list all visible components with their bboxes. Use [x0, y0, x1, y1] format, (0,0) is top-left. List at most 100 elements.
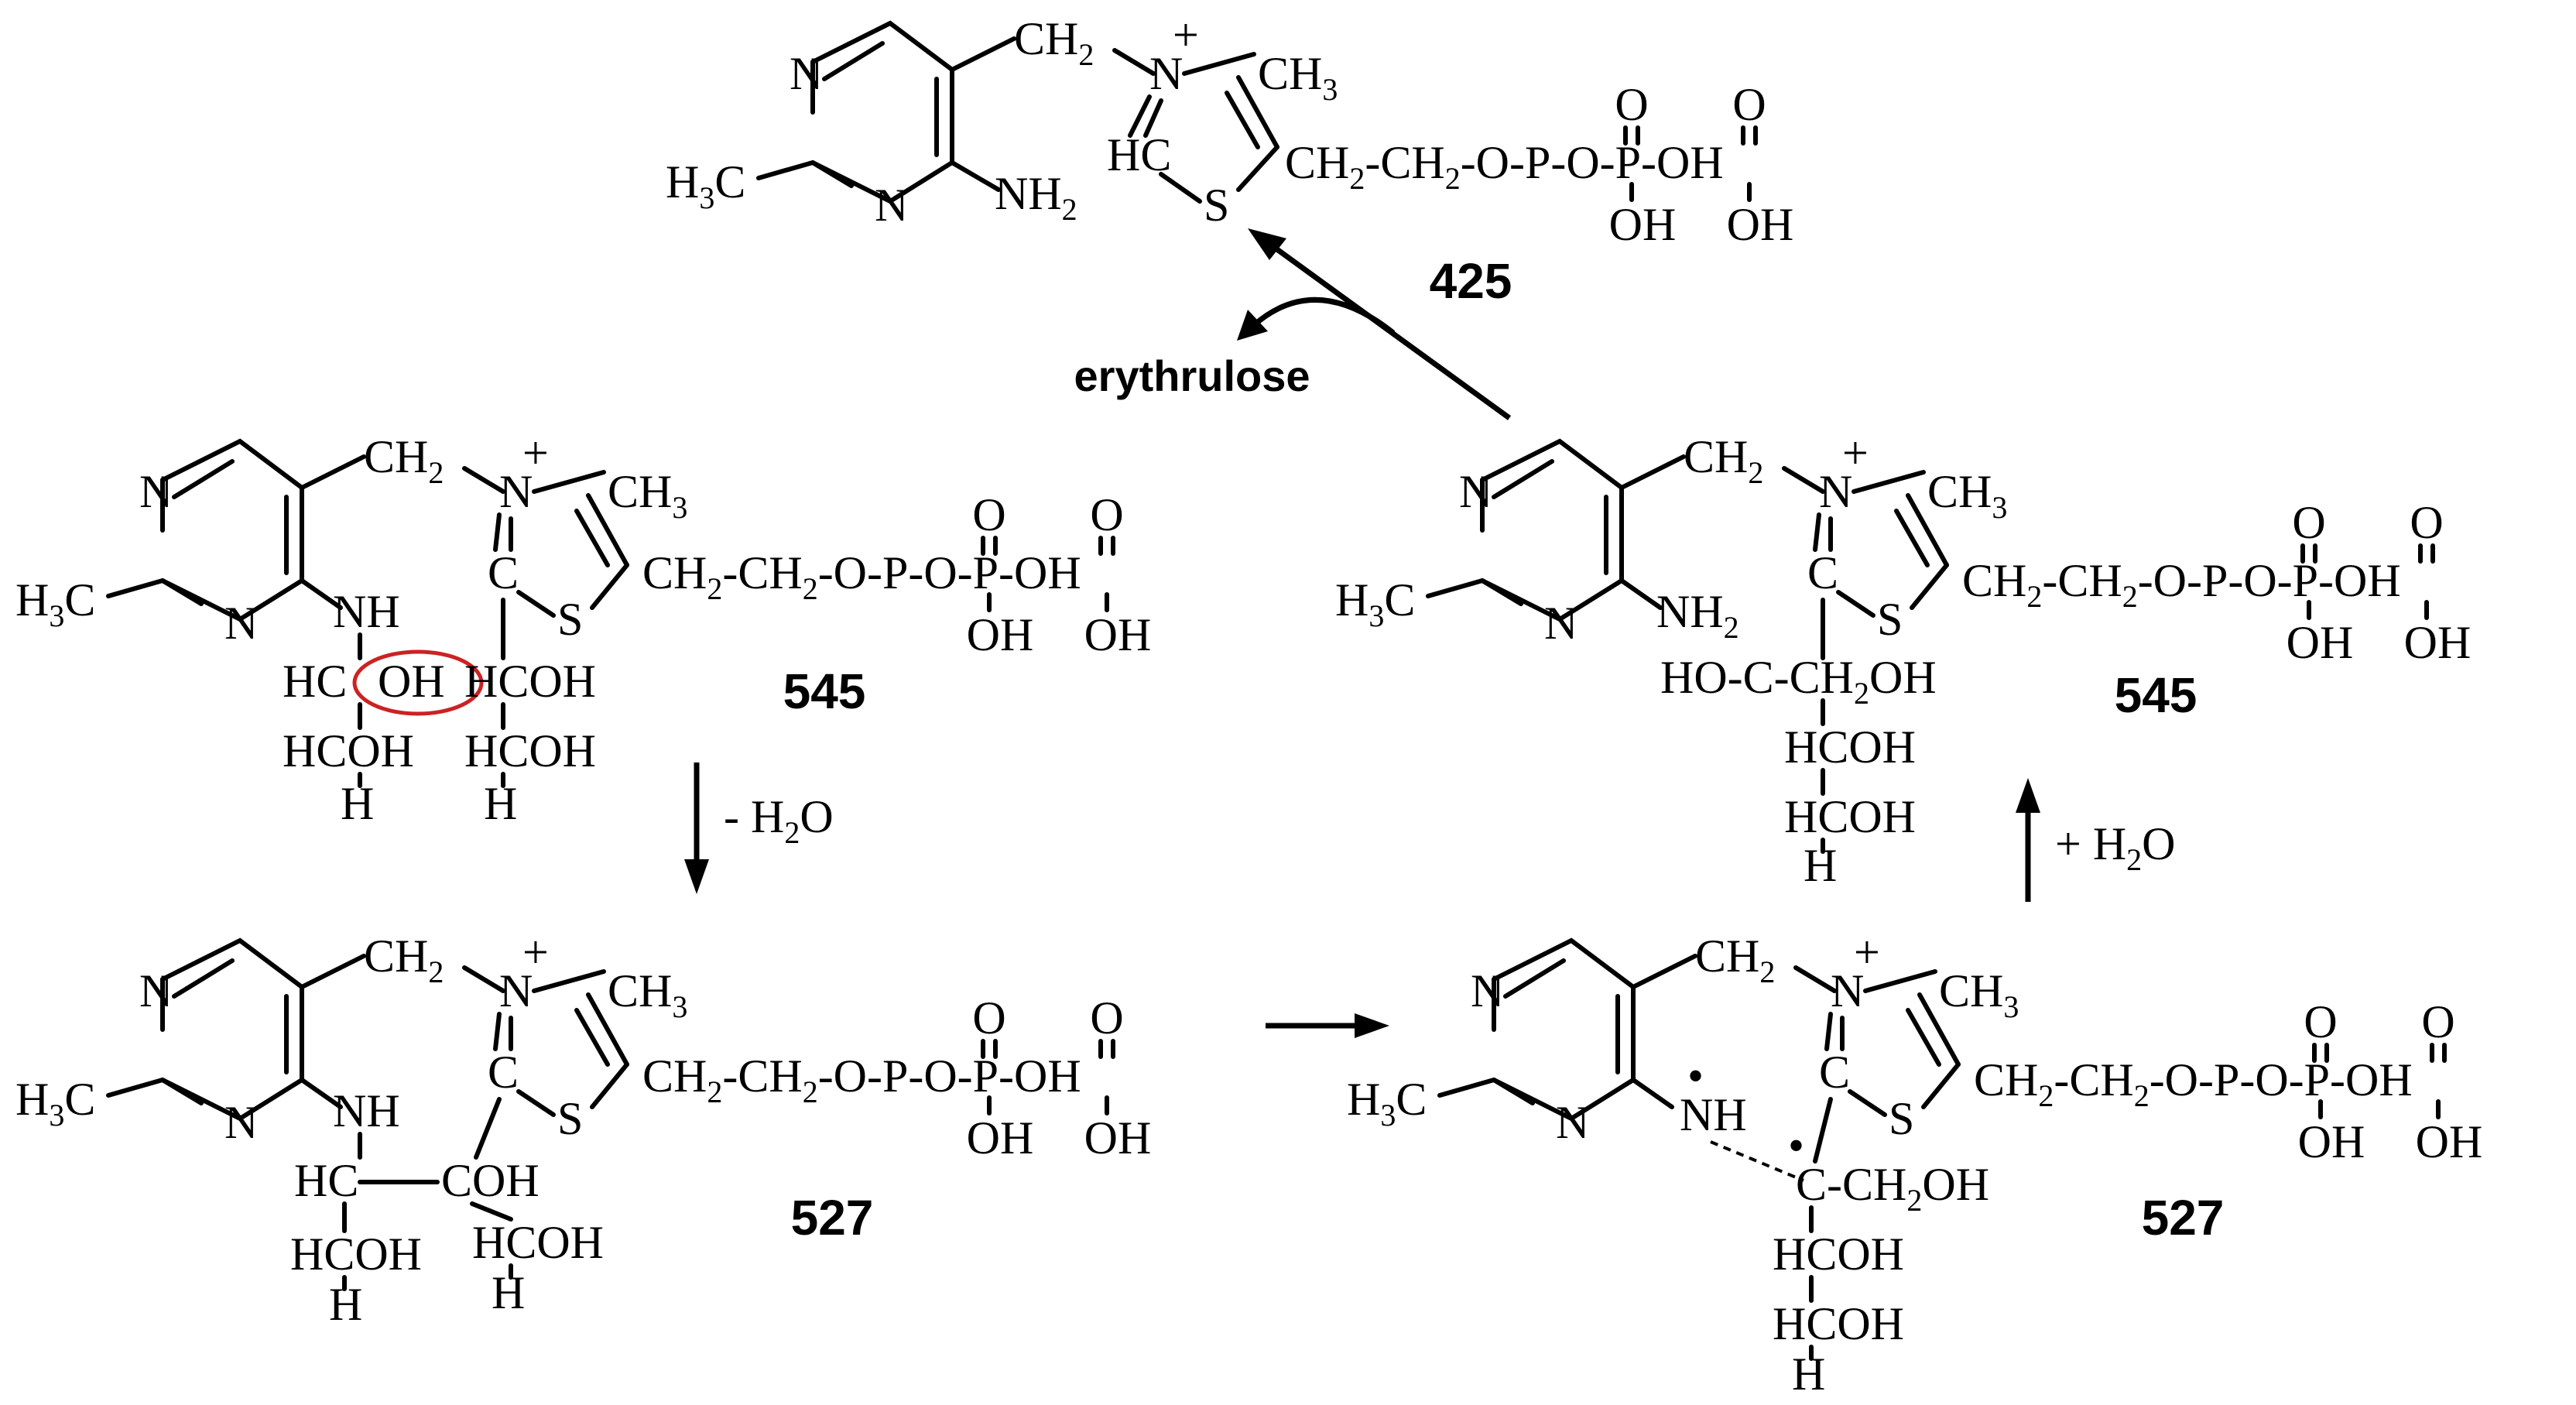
- svg-text:CH3: CH3: [1927, 466, 2007, 525]
- svg-text:+: +: [1854, 927, 1880, 978]
- svg-text:N: N: [139, 965, 173, 1016]
- svg-text:HC: HC: [283, 656, 347, 707]
- svg-text:O: O: [2421, 996, 2454, 1047]
- svg-text:CH2: CH2: [1695, 930, 1775, 989]
- positive-charge: +: [1173, 9, 1199, 60]
- pyrimidine-ring: [1437, 937, 1697, 1122]
- svg-text:HCOH: HCOH: [472, 1217, 604, 1268]
- svg-text:OH: OH: [967, 609, 1034, 660]
- svg-text:OH: OH: [2404, 617, 2472, 668]
- compound-label-527-right: 527: [2142, 1190, 2225, 1246]
- svg-text:HCOH: HCOH: [1773, 1298, 1904, 1349]
- svg-text:N: N: [224, 598, 258, 649]
- thiazolium-ring: N + CH3 HC S: [1107, 9, 1338, 231]
- arrow-hydration: [2016, 778, 2040, 902]
- svg-text:+: +: [522, 927, 549, 978]
- svg-text:H: H: [1792, 1348, 1825, 1400]
- svg-text:OH: OH: [967, 1112, 1034, 1163]
- svg-text:OH: OH: [1609, 199, 1677, 250]
- compound-label-425: 425: [1430, 253, 1512, 309]
- svg-text:HCOH: HCOH: [464, 725, 596, 776]
- ring-n-3: N: [875, 180, 908, 231]
- bridge-ch2: CH2: [1014, 13, 1094, 72]
- compound-527-cyclic: N N H3C NH HC COH HCOH H HCOH H CH2 N + …: [15, 927, 1151, 1330]
- svg-text:CH3: CH3: [608, 466, 687, 525]
- svg-text:OH: OH: [1084, 609, 1152, 660]
- svg-text:O: O: [2304, 996, 2337, 1047]
- reagent-minus-water: - H2O: [724, 791, 834, 850]
- ring-methyl: CH3: [1258, 48, 1338, 107]
- svg-text:+: +: [522, 427, 549, 478]
- svg-text:O: O: [2292, 497, 2325, 548]
- svg-text:CH2: CH2: [364, 930, 444, 989]
- svg-text:H: H: [341, 778, 374, 829]
- svg-text:S: S: [557, 1093, 583, 1144]
- svg-text:O: O: [1090, 992, 1123, 1043]
- svg-text:CH3: CH3: [1939, 965, 2019, 1024]
- svg-text:N: N: [1459, 466, 1492, 517]
- svg-text:S: S: [1889, 1093, 1914, 1144]
- svg-text:C: C: [1819, 1047, 1850, 1098]
- svg-text:O: O: [1090, 489, 1123, 540]
- dashed-bond: [1710, 1140, 1804, 1182]
- svg-text:HC: HC: [294, 1155, 358, 1206]
- svg-text:CH2-CH2-O-P-O-P-OH: CH2-CH2-O-P-O-P-OH: [642, 547, 1081, 606]
- thiazolium-ring: N + CH3 C S: [474, 927, 687, 1160]
- arrow-radical-formation: [1266, 1013, 1389, 1038]
- svg-text:CH3: CH3: [608, 965, 687, 1024]
- svg-text:NH: NH: [333, 1085, 400, 1136]
- radical-dot-c: •: [1788, 1120, 1804, 1171]
- svg-text:O: O: [1732, 79, 1766, 130]
- svg-text:N: N: [499, 466, 533, 517]
- svg-text:N: N: [1544, 598, 1577, 649]
- svg-text:COH: COH: [441, 1155, 540, 1206]
- svg-text:S: S: [557, 594, 583, 645]
- compound-425: N N H3C NH2 CH2 N + CH3 HC S CH2-CH2-O-P…: [666, 9, 1793, 309]
- svg-text:N: N: [1471, 965, 1504, 1016]
- svg-text:O: O: [972, 489, 1005, 540]
- svg-text:N: N: [1556, 1097, 1589, 1148]
- svg-text:CH2-CH2-O-P-O-P-OH: CH2-CH2-O-P-O-P-OH: [642, 1050, 1081, 1109]
- svg-text:N: N: [139, 466, 173, 517]
- svg-text:O: O: [2410, 497, 2443, 548]
- svg-text:HCOH: HCOH: [464, 656, 596, 707]
- compound-545-adduct: N N H3C NH HC OH HCOH H CH2 N + CH3 C S …: [15, 427, 1151, 829]
- svg-text:OH: OH: [1727, 199, 1794, 250]
- radical-c-ch2oh: C-CH2OH: [1796, 1159, 1989, 1218]
- svg-text:HCOH: HCOH: [1784, 791, 1916, 842]
- svg-text:HCOH: HCOH: [283, 725, 414, 776]
- svg-text:+: +: [1842, 427, 1869, 478]
- thiazolium-ring: N + CH3 C S: [1813, 927, 2019, 1163]
- diphosphate-chain: CH2-CH2-O-P-O-P-OH O OH O OH: [642, 992, 1151, 1163]
- radical-dot-n: •: [1687, 1050, 1704, 1102]
- svg-text:HCOH: HCOH: [290, 1229, 422, 1280]
- methyl-h3c: H3C: [1335, 574, 1415, 633]
- svg-text:O: O: [972, 992, 1005, 1043]
- svg-text:CH2: CH2: [364, 431, 444, 490]
- svg-text:CH2-CH2-O-P-O-P-OH: CH2-CH2-O-P-O-P-OH: [1962, 555, 2401, 614]
- amine-nh: NH: [333, 586, 400, 637]
- highlighted-hydroxyl: OH: [378, 656, 445, 707]
- methyl-h3c: H3C: [1347, 1074, 1427, 1133]
- pyrimidine-ring: [1426, 438, 1686, 622]
- svg-text:OH: OH: [2287, 617, 2354, 668]
- thiazolium-ring: N + CH3 C S: [488, 427, 687, 660]
- compound-label-527-left: 527: [791, 1190, 874, 1246]
- pyrimidine-ring: [106, 438, 366, 622]
- svg-text:H: H: [484, 778, 517, 829]
- compound-527-radical: N N H3C NH • C-CH2OH • HCOH HCOH H CH2 N…: [1347, 927, 2482, 1400]
- pyrimidine-ring: [106, 937, 366, 1122]
- ring-n-1: N: [790, 48, 823, 99]
- svg-text:CH2: CH2: [1684, 431, 1763, 490]
- svg-text:N: N: [224, 1097, 258, 1148]
- compound-label-545-right: 545: [2115, 667, 2197, 723]
- thiazole-n: N: [1149, 48, 1183, 99]
- arrow-erythrulose: [1237, 296, 1396, 341]
- svg-text:H: H: [492, 1267, 525, 1318]
- pyrimidine-ring: [756, 20, 1016, 204]
- svg-text:C: C: [1807, 547, 1838, 598]
- svg-text:S: S: [1877, 594, 1903, 645]
- diphosphate-chain: CH2-CH2-O-P-O-P-OH O OH O OH: [642, 489, 1151, 660]
- amino-nh2: NH2: [995, 168, 1077, 227]
